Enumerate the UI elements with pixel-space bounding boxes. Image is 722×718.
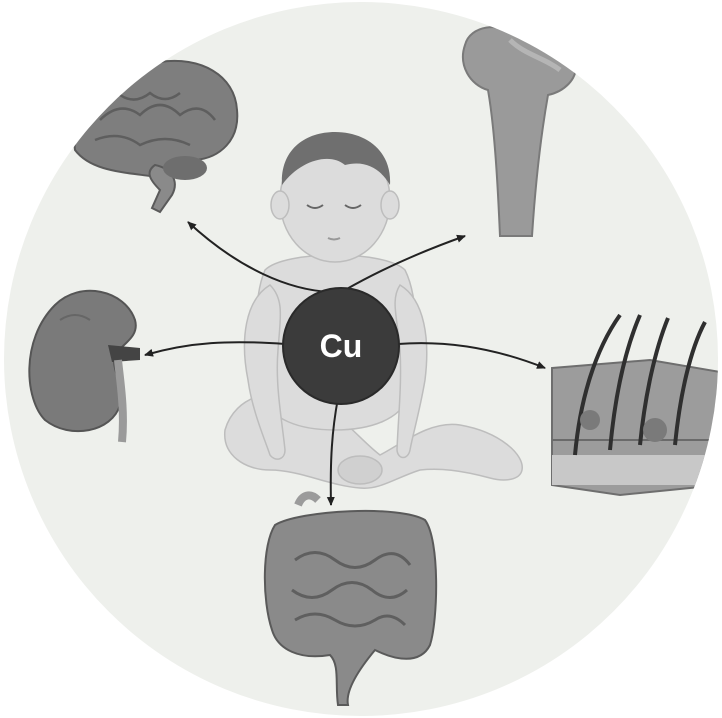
copper-label: Cu — [320, 328, 363, 364]
